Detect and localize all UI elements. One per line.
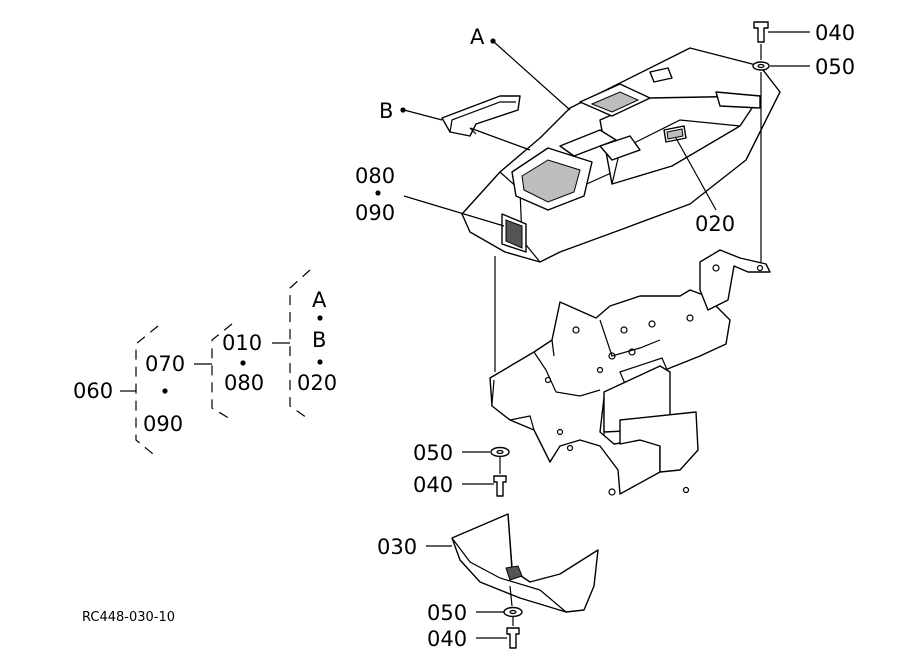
dot-a xyxy=(490,38,496,44)
callout-080-top: 080 xyxy=(355,164,395,188)
legend-b: B xyxy=(312,328,326,352)
dot-080-090 xyxy=(375,190,381,196)
washer-050-bot xyxy=(503,606,523,618)
callout-090-top: 090 xyxy=(355,201,395,225)
legend-dot-060 xyxy=(162,388,168,394)
callout-020-right: 020 xyxy=(695,212,735,236)
legend-080: 080 xyxy=(224,371,264,395)
callout-040-mid: 040 xyxy=(413,473,453,497)
callout-030: 030 xyxy=(377,535,417,559)
legend-dot-010 xyxy=(240,360,246,366)
callout-a: A xyxy=(470,25,485,49)
legend-dot-a xyxy=(317,315,323,321)
callout-050-bot: 050 xyxy=(427,601,467,625)
callout-b: B xyxy=(379,99,393,123)
bolt-040-bot xyxy=(506,627,520,649)
washer-050-top xyxy=(752,61,770,71)
legend-020: 020 xyxy=(297,371,337,395)
console-cover xyxy=(461,47,781,263)
dot-b xyxy=(400,107,406,113)
leader-lines xyxy=(403,31,810,639)
washer-050-mid xyxy=(490,446,510,458)
legend-070: 070 xyxy=(145,352,185,376)
assembly-legend: 060 070 090 010 080 A B 020 xyxy=(73,269,337,459)
legend-a: A xyxy=(312,288,327,312)
legend-060: 060 xyxy=(73,379,113,403)
bracket-b xyxy=(441,95,521,137)
legend-010: 010 xyxy=(222,331,262,355)
console-frame xyxy=(489,249,771,496)
callout-040-top: 040 xyxy=(815,21,855,45)
callout-040-bot: 040 xyxy=(427,627,467,651)
callout-050-top: 050 xyxy=(815,55,855,79)
drawing-code: RC448-030-10 xyxy=(82,610,175,625)
lower-cover xyxy=(451,513,599,613)
callout-050-mid: 050 xyxy=(413,441,453,465)
legend-dot-b xyxy=(317,359,323,365)
bolt-040-mid xyxy=(493,475,507,497)
bolt-040-top xyxy=(753,21,769,43)
legend-090: 090 xyxy=(143,412,183,436)
assembly-lines xyxy=(494,44,762,626)
